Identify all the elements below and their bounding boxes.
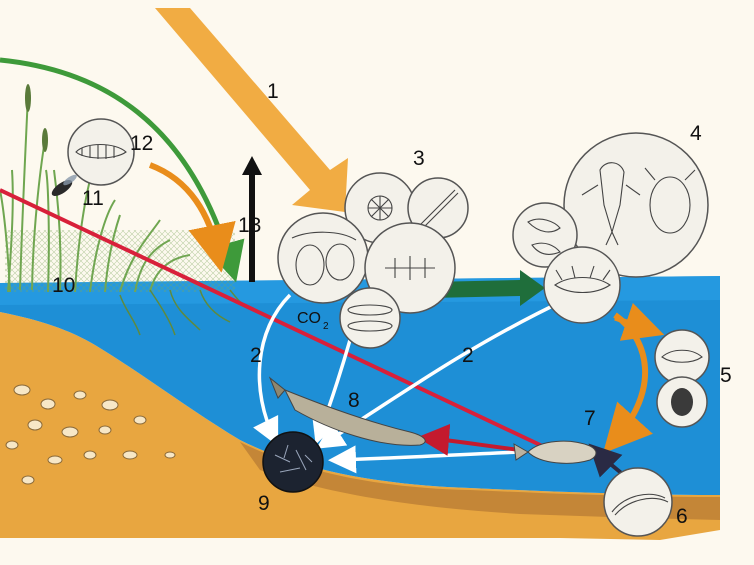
reed-heads [25,84,48,152]
insect-11 [51,174,77,197]
co2-subscript: 2 [323,321,329,332]
dark-green-arrow [430,270,545,306]
fish-7 [513,440,597,464]
label-1: 1 [267,80,279,103]
detritus-ball-9 [262,431,324,493]
sun-ray-arrow [155,8,348,212]
red-arrow-7-8 [417,423,521,456]
pebbles [5,384,176,485]
label-13: 13 [238,214,261,237]
bubble-group-3-algae [277,172,469,349]
bubble-group-5 [654,329,710,428]
label-8: 8 [348,389,360,412]
water-body [0,276,720,495]
label-9: 9 [258,492,270,515]
label-11: 11 [82,187,104,210]
pike-8 [268,376,426,446]
label-12: 12 [130,132,153,155]
label-10: 10 [52,274,75,297]
soil-bank [0,312,720,540]
soil-shadow [240,442,720,520]
label-4: 4 [690,122,702,145]
label-6: 6 [676,505,688,528]
bubble-12-larva [67,118,135,186]
green-arc-arrow [0,57,245,283]
label-3: 3 [413,147,425,170]
label-5: 5 [720,364,732,387]
label-7: 7 [584,407,596,430]
bubble-6-larva [603,467,673,537]
orange-arc-arrow-12 [148,162,236,273]
red-trophic-line [0,188,556,454]
label-2-right: 2 [462,344,474,367]
label-2-left: 2 [250,344,262,367]
co2-label: CO [297,310,321,327]
bubble-group-4-zooplankton [512,132,709,324]
black-up-arrowhead [242,156,262,175]
orange-arrow-to-5 [614,302,665,341]
